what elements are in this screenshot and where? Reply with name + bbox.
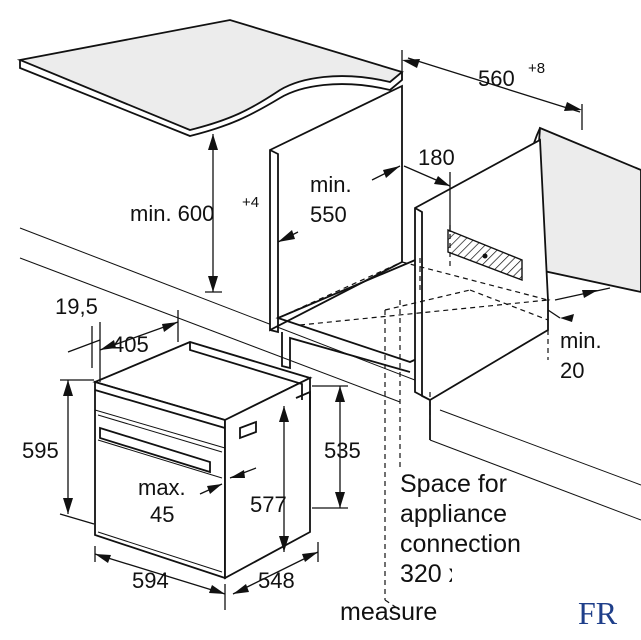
dim-inner-height xyxy=(279,406,289,552)
label-niche-width: 560 xyxy=(478,66,515,91)
dim-front-offset xyxy=(67,310,179,382)
floor-line-right xyxy=(429,439,641,521)
dim-appliance-width xyxy=(94,546,226,610)
floor-line-front xyxy=(19,257,401,403)
svg-text:FR: FR xyxy=(578,595,618,631)
label-niche-width-tolerance: +8 xyxy=(528,60,545,77)
oven-rear-bracket xyxy=(295,390,311,410)
oven-side xyxy=(224,376,311,580)
note-occluder xyxy=(452,562,542,586)
label-appliance-height: 595 xyxy=(22,438,59,463)
note-line-2: appliance xyxy=(400,500,507,528)
dim-height-min xyxy=(205,134,222,293)
dim-vent-gap xyxy=(403,165,451,232)
dim-niche-width xyxy=(401,50,583,130)
label-handle-max-value: 45 xyxy=(150,502,174,527)
label-depth-min-value: 550 xyxy=(310,202,347,227)
label-appliance-depth-min: 535 xyxy=(324,438,361,463)
label-inner-height: 577 xyxy=(250,492,287,517)
connection-space-vertical xyxy=(429,225,549,420)
oven-door-inner xyxy=(97,439,223,573)
connection-space-outline xyxy=(277,258,549,611)
label-front-depth: 405 xyxy=(112,332,149,357)
dim-appliance-depth xyxy=(232,542,319,595)
label-height-tolerance: +4 xyxy=(242,194,259,211)
floor-line-right-2 xyxy=(439,409,641,486)
niche-left-thickness xyxy=(269,149,279,334)
oven-door-handle xyxy=(99,426,211,474)
dim-depth-min xyxy=(277,165,401,243)
oven-control-panel xyxy=(94,409,226,453)
label-appliance-depth: 548 xyxy=(258,568,295,593)
note-line-1: Space for xyxy=(400,470,507,498)
note-occluder-2 xyxy=(448,598,608,632)
worktop-front-edge xyxy=(19,60,403,137)
dim-appliance-height xyxy=(59,379,95,525)
note-line-5: measure xyxy=(340,598,437,626)
label-handle-max: max. xyxy=(138,475,186,500)
label-depth-min: min. xyxy=(310,172,352,197)
label-front-offset: 19,5 xyxy=(55,294,98,319)
label-side-min-value: 20 xyxy=(560,358,584,383)
oven-side-bracket xyxy=(239,420,257,440)
note-line-3: connection xyxy=(400,530,521,558)
label-height-min: min. 600 xyxy=(130,201,214,226)
brand-logo: FR xyxy=(578,595,618,631)
dim-handle-max xyxy=(199,467,257,495)
dim-side-min xyxy=(547,287,611,322)
vent-center-dot xyxy=(482,253,488,259)
worktop xyxy=(16,19,404,131)
label-side-min: min. xyxy=(560,328,602,353)
label-vent-gap: 180 xyxy=(418,145,455,170)
dim-appliance-depth-min xyxy=(312,385,348,509)
label-appliance-width: 594 xyxy=(132,568,169,593)
niche-plinth xyxy=(281,332,411,373)
oven-trim xyxy=(94,342,303,429)
